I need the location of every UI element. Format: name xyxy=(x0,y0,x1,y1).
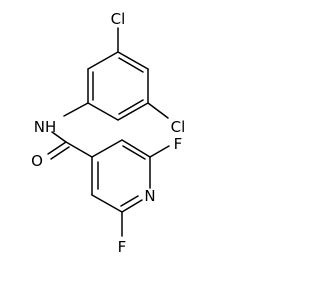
chemical-structure-diagram: Cl Cl NH O N F F xyxy=(31,10,186,256)
bond-c-o-2 xyxy=(50,146,70,160)
bond xyxy=(91,139,123,158)
dichlorophenyl-ring xyxy=(87,51,149,121)
bond xyxy=(121,139,151,158)
fluorine-atom-label: F xyxy=(174,135,183,153)
bond xyxy=(117,51,149,70)
difluoropyridine-ring xyxy=(91,139,151,213)
bond xyxy=(87,102,119,121)
bond xyxy=(91,194,123,213)
double-bond-inner xyxy=(122,145,146,160)
bond xyxy=(87,51,119,70)
amide-nitrogen-label: NH xyxy=(34,118,57,136)
bond-n-c xyxy=(51,131,67,143)
bond-c-c-pyridine xyxy=(65,141,93,158)
fluorine-atom-label: F xyxy=(118,238,127,256)
chlorine-atom-label: Cl xyxy=(111,10,126,28)
double-bond-inner xyxy=(120,195,139,207)
bond xyxy=(121,199,143,213)
carbonyl-oxygen-label: O xyxy=(31,152,43,170)
bond-c-n xyxy=(63,102,89,117)
bond-c-o-1 xyxy=(47,141,67,155)
double-bond-inner xyxy=(118,57,144,73)
double-bond-inner xyxy=(118,99,144,115)
bond-c-f-top xyxy=(149,145,170,158)
pyridine-nitrogen-label: N xyxy=(144,187,155,205)
bond-c-cl-right xyxy=(147,102,169,119)
chlorine-atom-label: Cl xyxy=(171,118,186,136)
bond xyxy=(117,102,149,121)
